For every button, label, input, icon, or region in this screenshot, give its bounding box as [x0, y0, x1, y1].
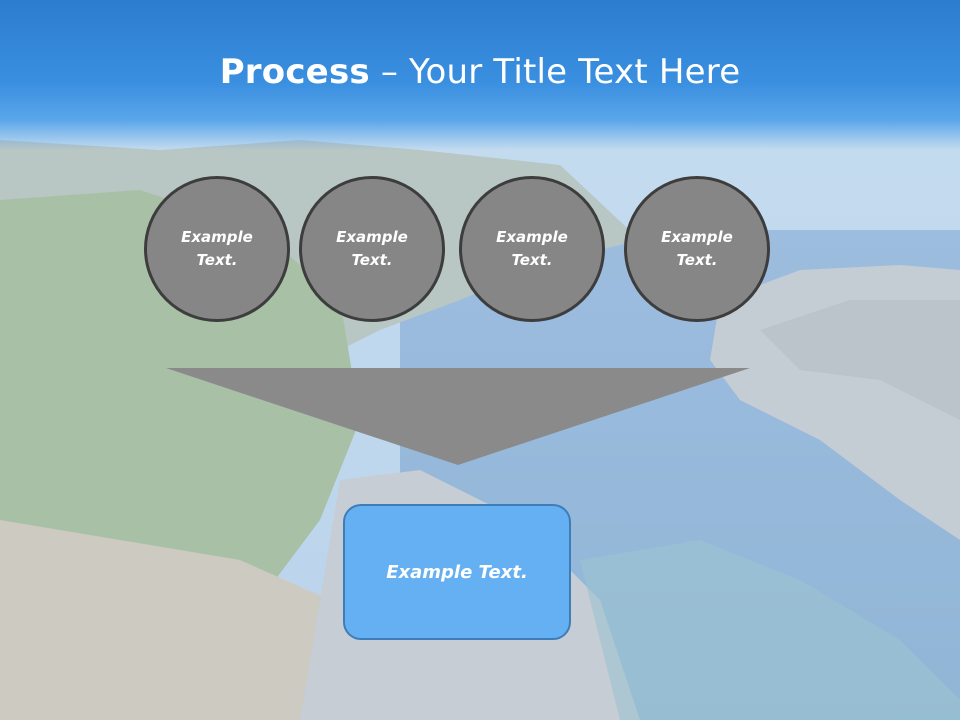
result-box[interactable]: Example Text. [343, 504, 571, 640]
process-step-circle-3[interactable]: Example Text. [459, 176, 605, 322]
process-step-circle-4[interactable]: Example Text. [624, 176, 770, 322]
process-step-circle-1[interactable]: Example Text. [144, 176, 290, 322]
title-banner [0, 0, 960, 150]
process-step-circle-2[interactable]: Example Text. [299, 176, 445, 322]
title-rest-part: – Your Title Text Here [369, 52, 741, 92]
title-bold-part: Process [219, 52, 370, 92]
result-label: Example Text. [386, 561, 528, 583]
process-step-label: Example Text. [496, 228, 568, 269]
process-step-label: Example Text. [181, 228, 253, 269]
process-step-label: Example Text. [661, 228, 733, 269]
process-step-label: Example Text. [336, 228, 408, 269]
slide-title: Process – Your Title Text Here [0, 52, 960, 92]
